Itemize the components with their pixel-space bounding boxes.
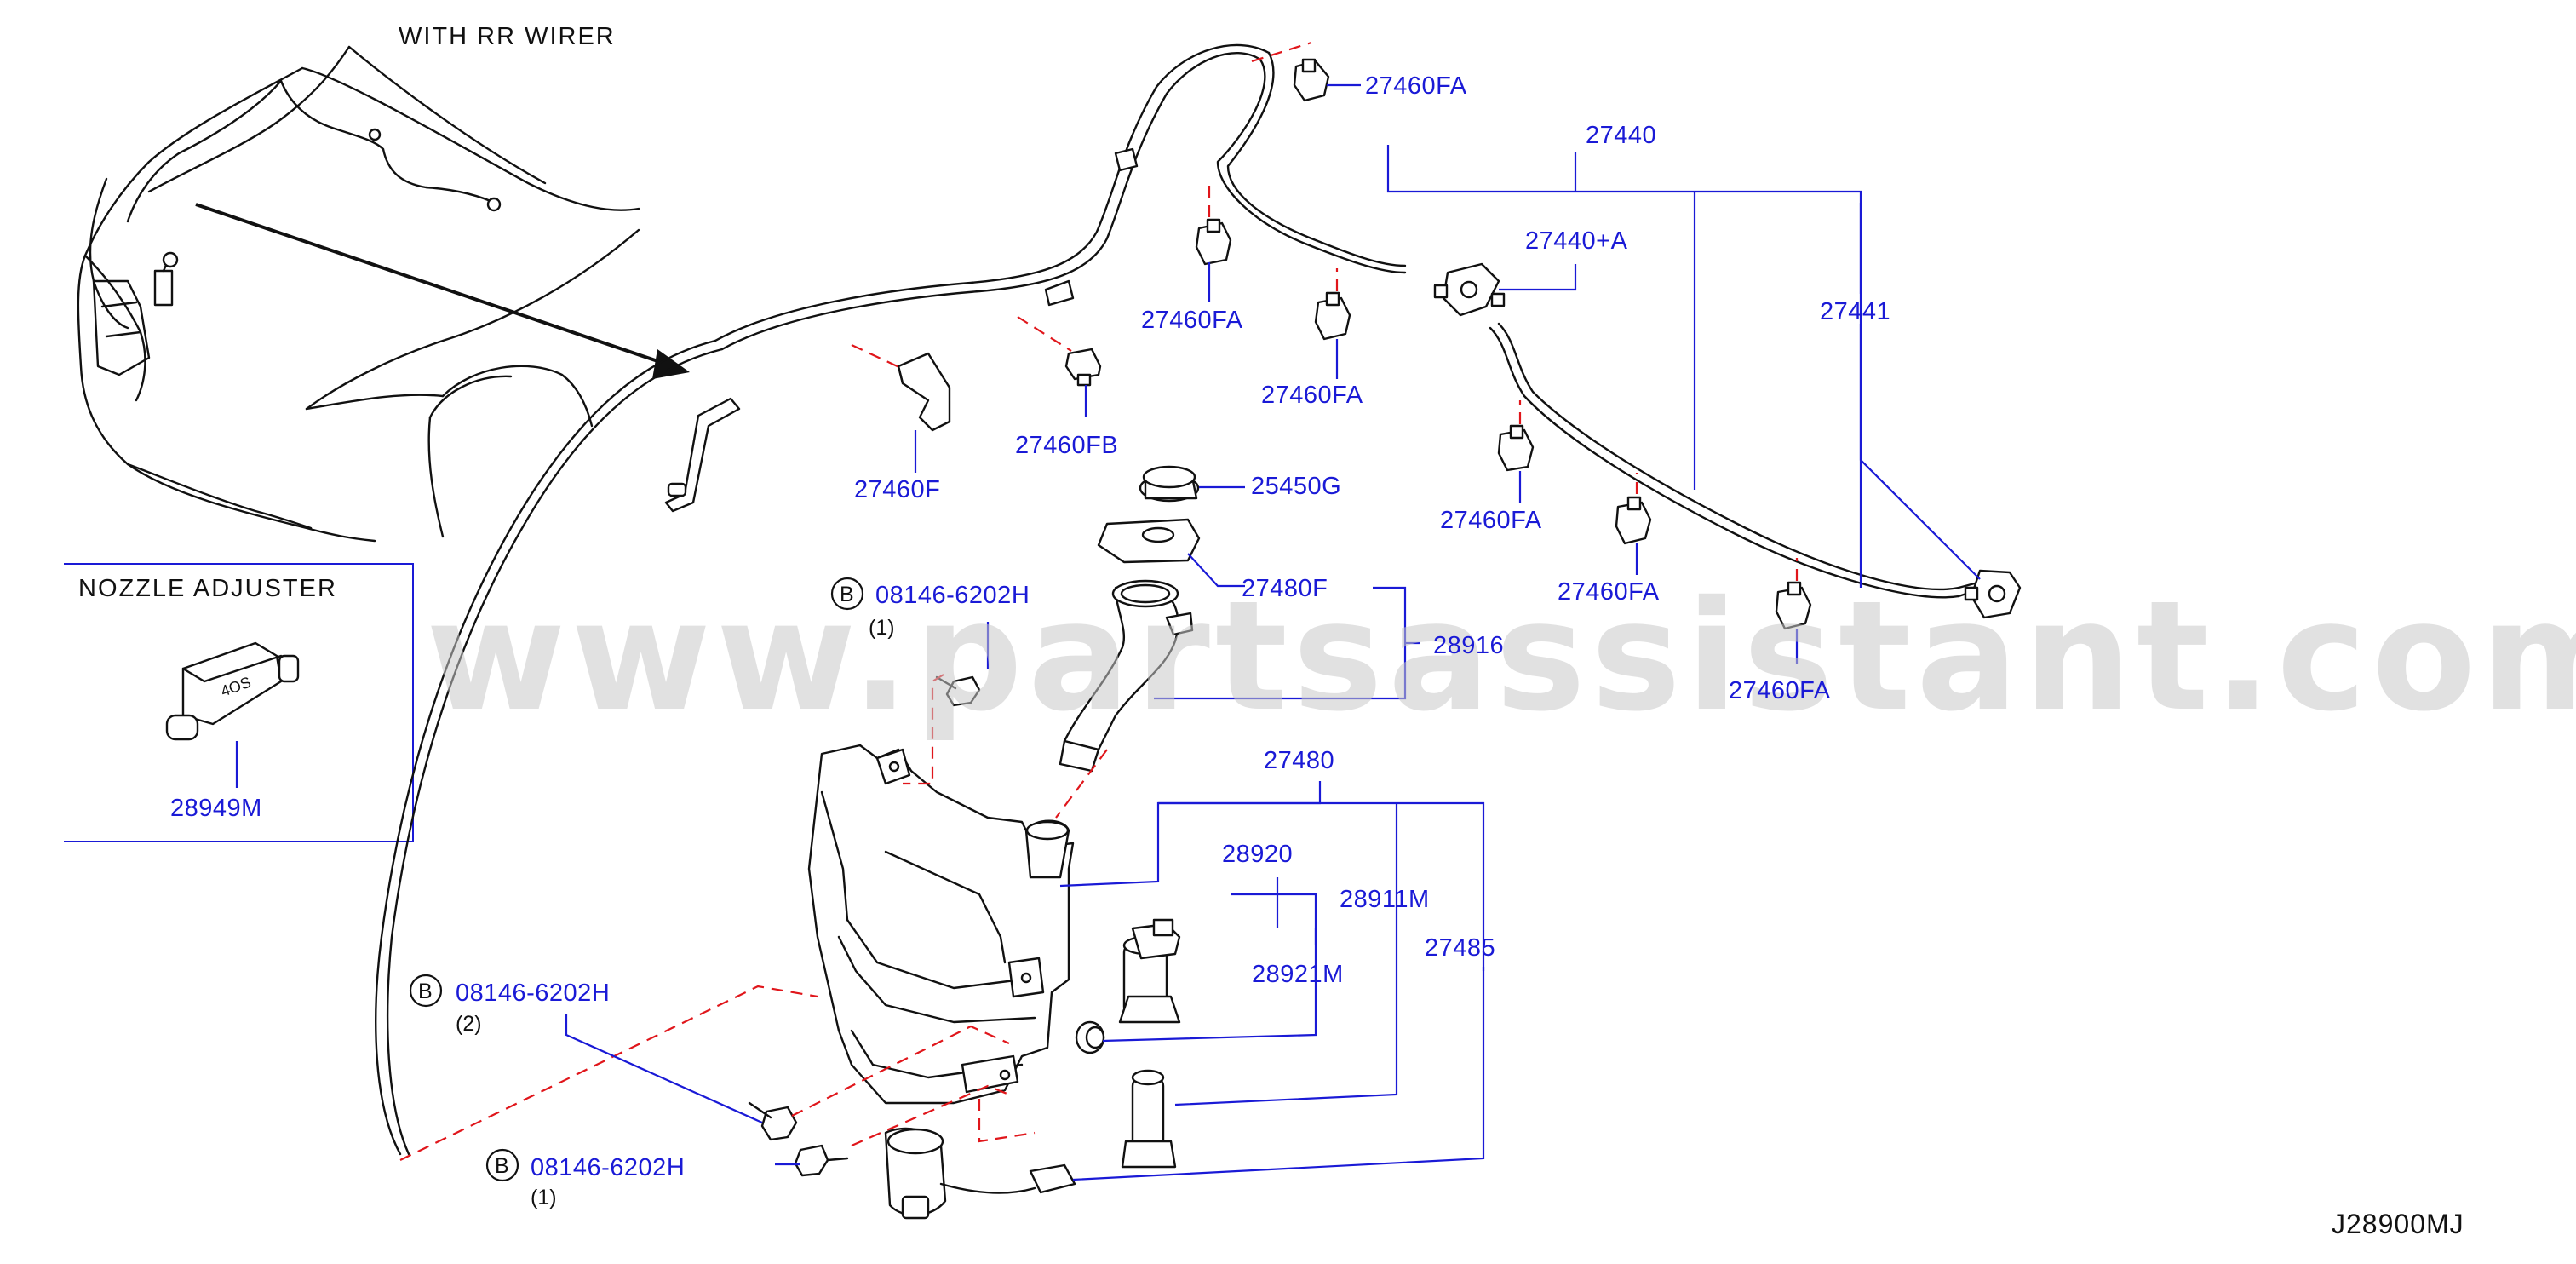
part-label[interactable]: 25450G xyxy=(1251,473,1341,500)
bolt-icon xyxy=(748,1101,798,1141)
part-label[interactable]: 27441 xyxy=(1820,298,1890,325)
part-label[interactable]: 27460FA xyxy=(1440,507,1542,534)
rear-nozzle-icon xyxy=(1964,569,2022,619)
bolt-part-label: 08146-6202H xyxy=(875,582,1030,609)
part-label[interactable]: 27460FA xyxy=(1558,578,1660,606)
rear-pump-icon xyxy=(884,1127,1076,1220)
clip-icon xyxy=(1195,218,1232,266)
bolt-part-label: 08146-6202H xyxy=(531,1154,685,1181)
part-label[interactable]: 27480 xyxy=(1264,747,1334,774)
clip-icon xyxy=(1615,496,1652,545)
part-label[interactable]: 27460FA xyxy=(1365,72,1467,100)
part-label[interactable]: 27460FB xyxy=(1015,432,1118,459)
part-label[interactable]: 27485 xyxy=(1425,934,1495,962)
bolt-symbol: B xyxy=(840,583,854,606)
bolt-symbol: B xyxy=(495,1154,509,1178)
bolt-icon xyxy=(794,1144,849,1177)
part-label[interactable]: 27460FA xyxy=(1141,307,1243,334)
bolt-quantity: (1) xyxy=(531,1186,557,1209)
bolt-quantity: (1) xyxy=(869,616,895,640)
clip-icon xyxy=(1497,424,1535,472)
nozzle-joint-icon xyxy=(1433,262,1506,317)
part-label[interactable]: 28911M xyxy=(1340,886,1430,913)
header-note: WITH RR WIRER xyxy=(399,23,616,50)
pump-grommet-icon xyxy=(1075,1020,1105,1054)
inset-part-label: 28949M xyxy=(170,795,262,822)
part-label[interactable]: 27460FA xyxy=(1729,677,1831,704)
bolt-quantity: (2) xyxy=(456,1012,482,1036)
vehicle-outline xyxy=(77,45,690,543)
inset-title: NOZZLE ADJUSTER xyxy=(78,575,337,602)
diagram-code: J28900MJ xyxy=(2332,1209,2464,1239)
clip-icon xyxy=(1314,291,1351,341)
level-sensor-icon xyxy=(1121,1069,1177,1169)
washer-tank-icon xyxy=(807,744,1075,1105)
part-label[interactable]: 27460FA xyxy=(1261,382,1363,409)
bolt-callout[interactable]: B 08146-6202H (2) xyxy=(409,974,610,1036)
clip-icon xyxy=(1775,581,1812,630)
clip-icon xyxy=(1293,58,1330,102)
filler-seal-icon xyxy=(1097,518,1201,564)
part-label[interactable]: 27440 xyxy=(1586,122,1656,149)
bolt-callout[interactable]: B 08146-6202H (1) xyxy=(485,1148,685,1209)
bolt-part-label: 08146-6202H xyxy=(456,980,610,1007)
part-label[interactable]: 27460F xyxy=(854,476,940,503)
watermark: www.partsassistant.com xyxy=(426,568,2576,744)
alignment-lines xyxy=(399,41,1799,1161)
bolt-icon xyxy=(935,675,981,707)
nozzle-adjuster-icon: 4OS xyxy=(165,641,300,741)
part-label[interactable]: 28920 xyxy=(1222,841,1293,868)
washer-pump-icon xyxy=(1118,918,1181,1024)
part-label[interactable]: 28921M xyxy=(1252,961,1344,988)
filler-cap-icon xyxy=(1139,465,1200,503)
bolt-callout[interactable]: B 08146-6202H (1) xyxy=(830,577,1030,640)
hose-clip-icon xyxy=(1064,348,1102,387)
hose-bracket-icon xyxy=(897,352,951,432)
part-label[interactable]: 27480F xyxy=(1242,575,1328,602)
washer-hose xyxy=(375,43,1986,1156)
bolt-symbol: B xyxy=(418,980,433,1003)
nozzle-adjuster-inset: NOZZLE ADJUSTER 4OS 28949M xyxy=(64,563,414,842)
leader-lines xyxy=(565,83,1981,1181)
filler-neck-icon xyxy=(1059,579,1194,773)
part-label[interactable]: 27440+A xyxy=(1525,227,1628,255)
part-label[interactable]: 28916 xyxy=(1433,632,1504,659)
